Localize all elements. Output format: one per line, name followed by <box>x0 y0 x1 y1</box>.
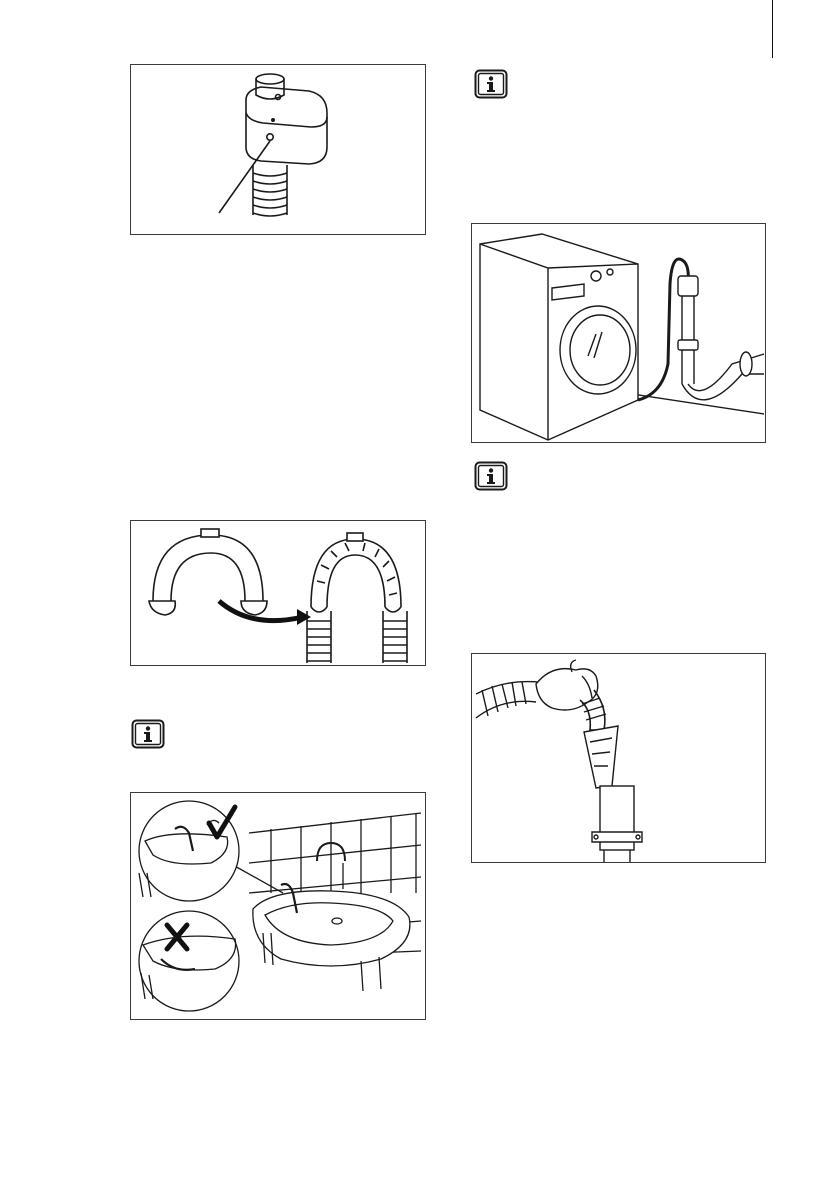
figure-standpipe <box>471 653 766 863</box>
crop-mark <box>772 0 773 58</box>
figure-hose-outlet <box>130 64 426 235</box>
info-icon <box>131 719 165 749</box>
info-icon <box>474 461 508 491</box>
hose-guide-illustration <box>131 521 426 666</box>
hose-outlet-illustration <box>131 65 426 235</box>
standpipe-illustration <box>472 654 766 863</box>
figure-machine-drain <box>471 223 766 443</box>
figure-hose-guide <box>130 520 426 666</box>
info-icon <box>474 69 508 99</box>
sink-illustration <box>131 793 426 1020</box>
washing-machine-illustration <box>472 224 766 443</box>
figure-sink-hook <box>130 792 426 1020</box>
